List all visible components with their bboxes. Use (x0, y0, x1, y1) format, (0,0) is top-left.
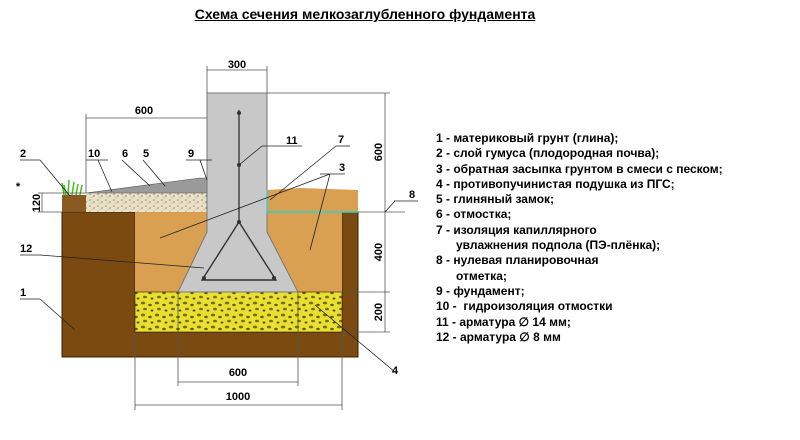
dim-base-1000: 1000 (226, 391, 250, 403)
dim-base-600: 600 (229, 367, 247, 379)
callout-12: 12 (20, 243, 32, 255)
legend-item: 11 - арматура ∅ 14 мм; (436, 314, 571, 329)
legend-item: 2 - слой гумуса (плодородная почва); (436, 146, 660, 161)
backfill-right-mound (267, 188, 358, 212)
blind-area-slab (85, 177, 208, 194)
dim-thickness-120: 120 (31, 194, 43, 212)
callout-9: 9 (188, 148, 194, 160)
dim-slab-offset: 600 (135, 105, 153, 117)
legend-item: 12 - арматура ∅ 8 мм (436, 329, 561, 344)
callout-7: 7 (338, 134, 344, 146)
callout-10: 10 (88, 148, 100, 160)
callout-4: 4 (392, 365, 399, 377)
callout-8: 8 (409, 189, 415, 201)
callout-6: 6 (122, 148, 128, 160)
legend-item: 10 - гидроизоляция отмостки (436, 299, 613, 314)
legend-item: 4 - противопучинистая подушка из ПГС; (436, 176, 675, 191)
dim-cushion-200: 200 (373, 303, 385, 321)
callout-2: 2 (20, 148, 26, 160)
diagram-title: Схема сечения мелкозаглубленного фундаме… (194, 6, 536, 22)
callout-5: 5 (143, 148, 149, 160)
dimension-lines (38, 66, 405, 410)
legend-item: 1 - материковый грунт (глина); (436, 131, 619, 145)
legend-item: отметка; (436, 268, 507, 283)
legend-item: 9 - фундамент; (436, 283, 525, 298)
legend-item: 7 - изоляция капиллярного (436, 222, 597, 237)
callout-3: 3 (339, 162, 345, 174)
dim-top-width: 300 (228, 59, 246, 71)
dim-wall-height: 600 (373, 143, 385, 161)
legend-item: 5 - глиняный замок; (436, 192, 555, 207)
legend-item: 8 - нулевая планировочная (436, 253, 599, 268)
backfill-left (135, 212, 207, 292)
legend-item: 6 - отмостка; (436, 207, 512, 222)
backfill-right (267, 212, 342, 292)
leader-lines (20, 145, 418, 373)
legend-list: 1 - материковый грунт (глина); 2 - слой … (436, 131, 796, 345)
callout-11: 11 (286, 135, 298, 147)
callout-1: 1 (20, 287, 26, 299)
humus-layer (62, 195, 86, 212)
blind-area-base (86, 193, 207, 212)
gravel-cushion (134, 291, 343, 333)
dim-asterisk: * (16, 181, 21, 193)
dim-depth-400: 400 (373, 243, 385, 261)
rebar-8mm (200, 220, 278, 281)
legend-item: 3 - обратная засыпка грунтом в смеси с п… (436, 161, 723, 176)
legend-item: увлажнения подпола (ПЭ-плёнка); (436, 238, 661, 253)
